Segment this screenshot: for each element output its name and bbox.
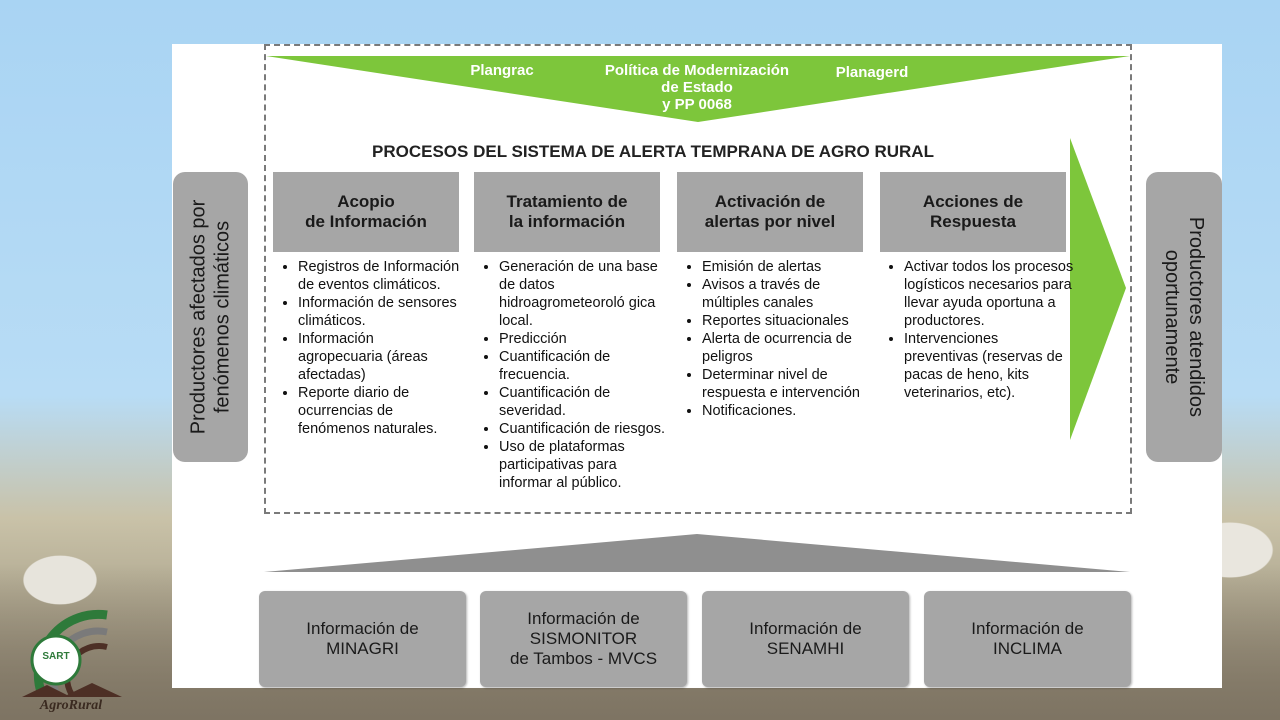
column-list-acciones: Activar todos los procesos logísticos ne…: [882, 258, 1074, 402]
logo-brand-text: AgroRural: [39, 698, 102, 713]
banner-left-label: Plangrac: [470, 62, 534, 79]
list-item: Reportes situacionales: [702, 312, 870, 330]
logo-badge-text: SART: [42, 651, 69, 662]
list-item: Alerta de ocurrencia de peligros: [702, 330, 870, 366]
dashed-frame-top: [264, 44, 1132, 46]
list-item: Intervenciones preventivas (reservas de …: [904, 330, 1074, 402]
list-item: Emisión de alertas: [702, 258, 870, 276]
list-item: Determinar nivel de respuesta e interven…: [702, 366, 870, 402]
banner-right-label: Planagerd: [835, 64, 909, 81]
list-item: Uso de plataformas participativas para i…: [499, 438, 667, 492]
list-item: Avisos a través de múltiples canales: [702, 276, 870, 312]
diagram-slide: Plangrac Planagerd Política de Moderniza…: [172, 44, 1222, 688]
process-flow-arrow: [1070, 138, 1126, 440]
column-list-activacion: Emisión de alertas Avisos a través de mú…: [680, 258, 870, 420]
banner-center-label: Política de Modernización de Estado y PP…: [604, 62, 790, 113]
list-item: Cuantificación de frecuencia.: [499, 348, 667, 384]
sources-triangle: [264, 534, 1130, 572]
policy-banner-triangle: [266, 56, 1130, 122]
agrorural-logo: SART AgroRural: [22, 609, 122, 713]
list-item: Generación de una base de datos hidroagr…: [499, 258, 667, 330]
column-list-acopio: Registros de Información de eventos clim…: [276, 258, 462, 438]
list-item: Información de sensores climáticos.: [298, 294, 462, 330]
diagram-title: PROCESOS DEL SISTEMA DE ALERTA TEMPRANA …: [372, 142, 934, 161]
right-output-box: Productores atendidos oportunamente: [1146, 172, 1222, 462]
list-item: Registros de Información de eventos clim…: [298, 258, 462, 294]
list-item: Cuantificación de riesgos.: [499, 420, 667, 438]
list-item: Notificaciones.: [702, 402, 870, 420]
list-item: Reporte diario de ocurrencias de fenómen…: [298, 384, 462, 438]
list-item: Predicción: [499, 330, 667, 348]
left-input-box: Productores afectados por fenómenos clim…: [173, 172, 248, 462]
column-list-tratamiento: Generación de una base de datos hidroagr…: [477, 258, 667, 492]
list-item: Activar todos los procesos logísticos ne…: [904, 258, 1074, 330]
list-item: Información agropecuaria (áreas afectada…: [298, 330, 462, 384]
list-item: Cuantificación de severidad.: [499, 384, 667, 420]
process-dashed-frame: [264, 44, 1132, 514]
